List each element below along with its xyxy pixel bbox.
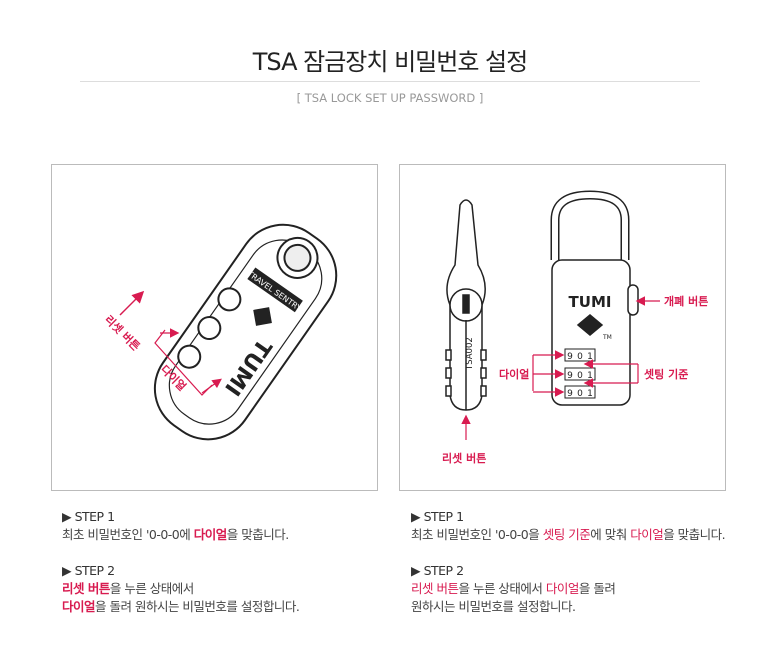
label-open-button: 개폐 버튼 [664,294,708,308]
step2-heading: ▶ STEP 2 [411,563,464,578]
svg-text:1: 1 [587,389,593,399]
page-title: TSA 잠금장치 비밀번호 설정 [252,48,528,76]
step1-text: 최초 비밀번호인 '0-0-0에 다이얼을 맞춥니다. [62,527,289,542]
step2-text-line1: 리셋 버튼을 누른 상태에서 [62,581,194,596]
svg-text:9: 9 [567,389,573,399]
model-number: TSA002 [465,337,475,371]
left-instructions: ▶ STEP 1 최초 비밀번호인 '0-0-0에 다이얼을 맞춥니다. ▶ S… [62,508,300,616]
svg-text:9: 9 [567,352,573,362]
trademark: TM [602,334,612,341]
label-dial: 다이얼 [499,367,529,381]
step1-heading: ▶ STEP 1 [62,509,115,524]
svg-text:1: 1 [587,371,593,381]
svg-text:0: 0 [577,389,583,399]
svg-text:0: 0 [577,371,583,381]
step1-heading: ▶ STEP 1 [411,509,464,524]
step2-text-line2: 원하시는 비밀번호를 설정합니다. [411,599,576,614]
step1-text: 최초 비밀번호인 '0-0-0을 셋팅 기준에 맞춰 다이얼을 맞춥니다. [411,527,726,542]
step2-text-line2: 다이얼을 돌려 원하시는 비밀번호를 설정합니다. [62,599,300,614]
lock-brand: TUMI [569,293,612,311]
step2-heading: ▶ STEP 2 [62,563,115,578]
svg-text:9: 9 [567,371,573,381]
page-subtitle: [ TSA LOCK SET UP PASSWORD ] [296,91,484,105]
step2-text-line1: 리셋 버튼을 누른 상태에서 다이얼을 돌려 [411,581,616,596]
svg-text:1: 1 [587,352,593,362]
lock-diagram-left: TRAVEL SENTRY TUMI 리셋 버튼 다이얼 [51,164,378,491]
label-setting-reference: 셋팅 기준 [644,367,688,381]
tumi-lock-illustration: TRAVEL SENTRY TUMI 리셋 버튼 다이얼 [102,223,338,441]
title-divider [80,81,700,82]
label-reset-button: 리셋 버튼 [102,312,143,353]
right-instructions: ▶ STEP 1 최초 비밀번호인 '0-0-0을 셋팅 기준에 맞춰 다이얼을… [411,508,726,616]
svg-text:0: 0 [577,352,583,362]
label-reset-button: 리셋 버튼 [442,451,486,465]
